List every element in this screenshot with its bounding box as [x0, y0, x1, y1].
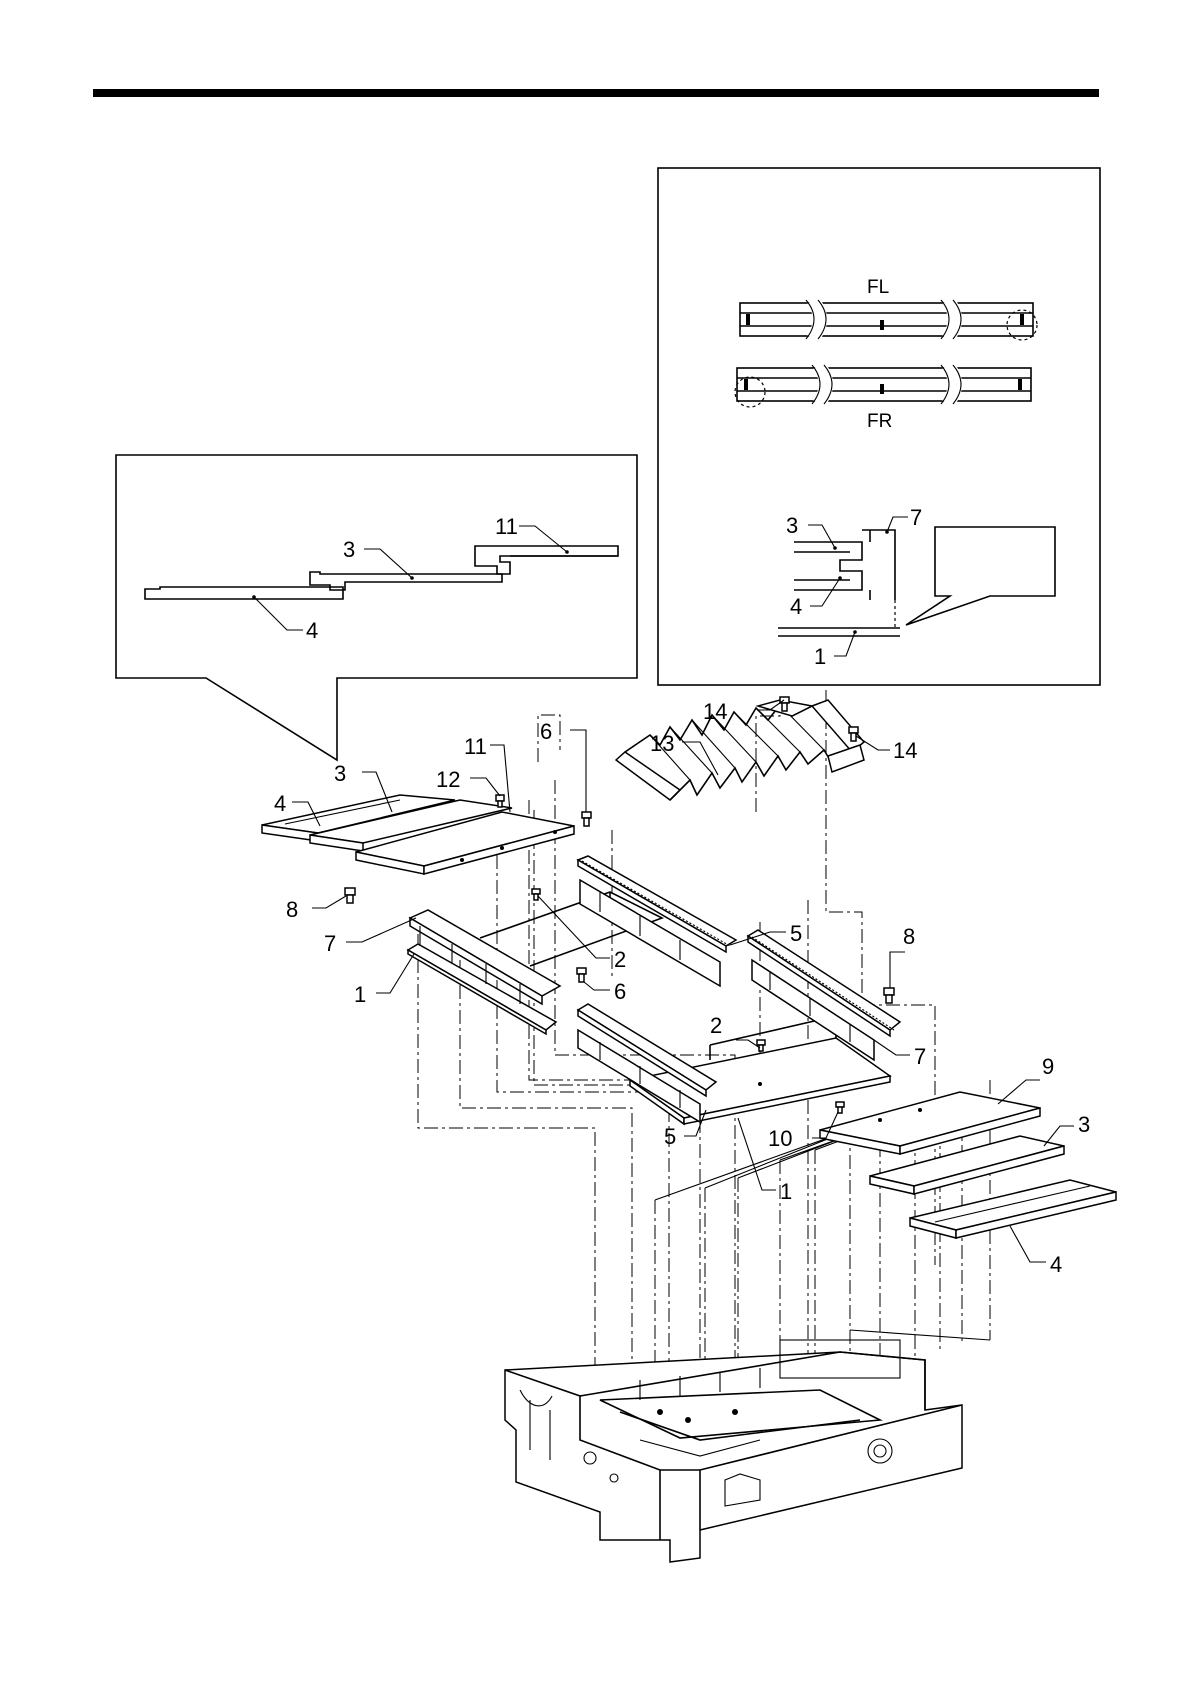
- screw-8b: [884, 988, 894, 1003]
- callout-6-top: 6: [540, 719, 552, 744]
- screw-10: [836, 1102, 844, 1113]
- inset-right-detail: FL FR: [658, 168, 1100, 685]
- callout-2-top: 2: [614, 947, 626, 972]
- callout-3: 3: [343, 537, 355, 562]
- label-fl: FL: [867, 277, 889, 298]
- screw-2a: [532, 889, 540, 900]
- section-callout-3: 3: [786, 513, 798, 538]
- callout-12: 12: [436, 767, 460, 792]
- screw-14b: [849, 727, 858, 741]
- callout-7-left: 7: [324, 931, 336, 956]
- screw-14a: [780, 697, 789, 711]
- callout-5-top: 5: [790, 921, 802, 946]
- section-callout-1: 1: [814, 644, 826, 669]
- callout-14-right: 14: [893, 738, 917, 763]
- exploded-view: 14 14 13 6 11 3 12 4 8 7 1 2 5 6 8 2 7 9…: [262, 690, 1116, 1562]
- callout-14-top: 14: [703, 699, 727, 724]
- callout-4-left: 4: [274, 791, 286, 816]
- callout-4: 4: [306, 618, 318, 643]
- screw-2b: [757, 1040, 765, 1051]
- callout-1-left: 1: [354, 982, 366, 1007]
- callout-2-mid: 2: [710, 1013, 722, 1038]
- screw-6a: [582, 812, 591, 826]
- callout-5-bottom: 5: [664, 1124, 676, 1149]
- callout-3-left: 3: [334, 761, 346, 786]
- part-5-rail-top: [578, 856, 736, 986]
- callout-1-bottom: 1: [780, 1179, 792, 1204]
- callout-7-right: 7: [914, 1044, 926, 1069]
- callout-11-main: 11: [464, 734, 487, 759]
- screw-8a: [345, 888, 355, 903]
- section-callout-7: 7: [910, 505, 922, 530]
- callout-6-mid: 6: [614, 979, 626, 1004]
- callout-9: 9: [1042, 1054, 1054, 1079]
- part-5-rail-bottom: [578, 1004, 716, 1122]
- part-4-right: [910, 1180, 1116, 1238]
- screw-6b: [577, 968, 586, 982]
- inset-left-detail: 11 3 4: [116, 455, 637, 760]
- label-fr: FR: [867, 411, 892, 432]
- callout-8-left: 8: [286, 897, 298, 922]
- section-callout-4: 4: [790, 594, 802, 619]
- machine-base: [505, 1340, 962, 1562]
- callout-10: 10: [768, 1126, 792, 1151]
- callout-3-right: 3: [1078, 1112, 1090, 1137]
- callout-13: 13: [650, 731, 674, 756]
- header-rule: [93, 89, 1099, 97]
- callout-4-right: 4: [1050, 1252, 1062, 1277]
- callout-8-right: 8: [903, 924, 915, 949]
- callout-11: 11: [495, 514, 518, 539]
